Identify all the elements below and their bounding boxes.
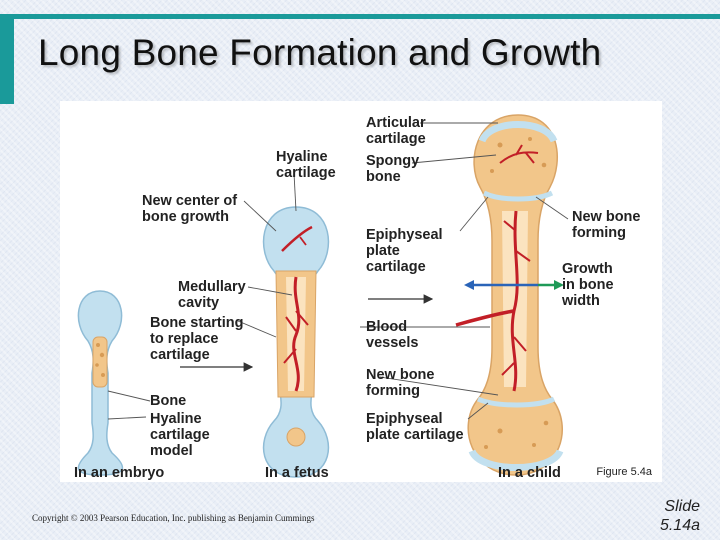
- label-new-bone-forming-left: New bone forming: [366, 367, 439, 399]
- figure-caption: Figure 5.4a: [596, 466, 652, 478]
- label-blood-vessels: Blood vessels: [366, 319, 418, 351]
- stage-fetus: In a fetus: [265, 465, 329, 481]
- copyright-notice: Copyright © 2003 Pearson Education, Inc.…: [32, 513, 315, 523]
- label-epiphyseal-top: Epiphyseal plate cartilage: [366, 227, 447, 275]
- child-blood-vessels: [510, 210, 519, 392]
- label-bone-starting: Bone starting to replace cartilage: [150, 315, 247, 363]
- label-growth-width: Growth in bone width: [561, 261, 618, 309]
- leader-lines: [107, 122, 569, 420]
- label-new-bone-forming-right: New bone forming: [572, 209, 645, 241]
- top-rule: [0, 14, 720, 19]
- label-epiphyseal-bottom: Epiphyseal plate cartilage: [366, 411, 464, 443]
- child-articular-cartilage: [478, 121, 558, 143]
- embryo-bone-illustration: [77, 290, 124, 476]
- label-hyaline-model: Hyaline cartilage model: [150, 411, 214, 459]
- stage-embryo: In an embryo: [74, 465, 164, 481]
- growth-width-arrows: [464, 280, 564, 290]
- label-hyaline-cartilage: Hyaline cartilage: [276, 149, 336, 181]
- stage-child: In a child: [498, 465, 561, 481]
- fetus-bone-illustration: [262, 206, 330, 478]
- label-articular: Articular cartilage: [366, 115, 430, 147]
- slide-label: Slide: [664, 498, 700, 515]
- slide-number: Slide 5.14a: [620, 497, 700, 535]
- label-new-center: New center of bone growth: [142, 193, 241, 225]
- label-medullary-cavity: Medullary cavity: [178, 279, 250, 311]
- slide-title: Long Bone Formation and Growth: [38, 32, 602, 73]
- child-epiphyseal-plate-top: [482, 190, 554, 202]
- child-bone-illustration: [455, 114, 564, 476]
- bone-growth-figure: Hyaline cartilage New center of bone gro…: [60, 101, 662, 482]
- embryo-bone-collar: [92, 336, 108, 388]
- slide-number-value: 5.14a: [659, 517, 700, 534]
- child-epiphyseal-plate-bottom: [476, 396, 556, 408]
- left-accent-bar: [0, 14, 14, 104]
- bone-diagram: Hyaline cartilage New center of bone gro…: [74, 114, 645, 481]
- label-spongy: Spongy bone: [366, 153, 423, 185]
- label-bone: Bone: [150, 393, 186, 409]
